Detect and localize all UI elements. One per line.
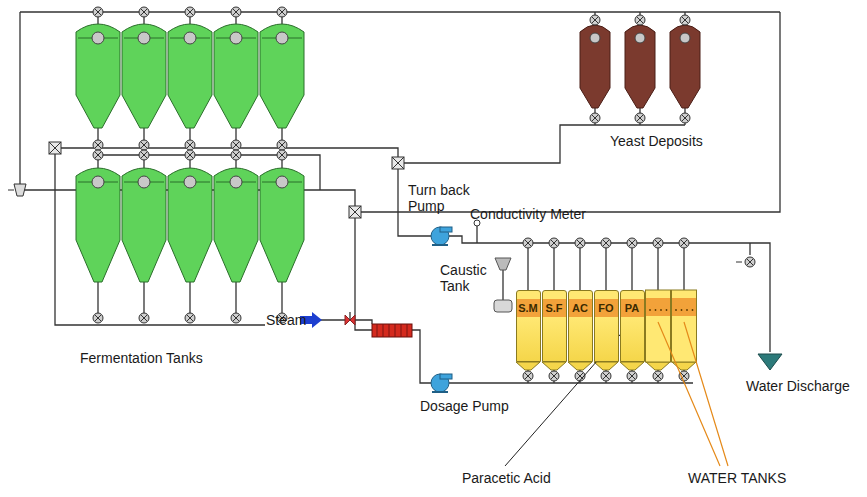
tank-label: PA xyxy=(621,300,644,316)
tank-label: S.M xyxy=(517,300,540,316)
part-label: Water Discharge xyxy=(746,378,850,394)
part-label: Conductivity Meter xyxy=(470,206,586,222)
part-label: Fermentation Tanks xyxy=(80,350,203,366)
cip-tank: AC xyxy=(568,290,593,362)
tank-label: AC xyxy=(569,300,592,316)
cip-tank: S.M xyxy=(516,290,541,362)
cip-tank: PA xyxy=(620,290,645,362)
part-label: Turn back Pump xyxy=(408,182,480,214)
part-label: Dosage Pump xyxy=(420,398,509,414)
tank-label: S.F xyxy=(543,300,566,316)
part-label: WATER TANKS xyxy=(688,470,786,486)
part-label: Caustic Tank xyxy=(440,262,496,294)
cip-tank: S.F xyxy=(542,290,567,362)
part-label: Yeast Deposits xyxy=(610,133,703,149)
cip-tank: FO xyxy=(594,290,619,362)
tank-label: FO xyxy=(595,300,618,316)
part-label: Steam xyxy=(266,312,306,328)
part-label: Paracetic Acid xyxy=(462,470,551,486)
